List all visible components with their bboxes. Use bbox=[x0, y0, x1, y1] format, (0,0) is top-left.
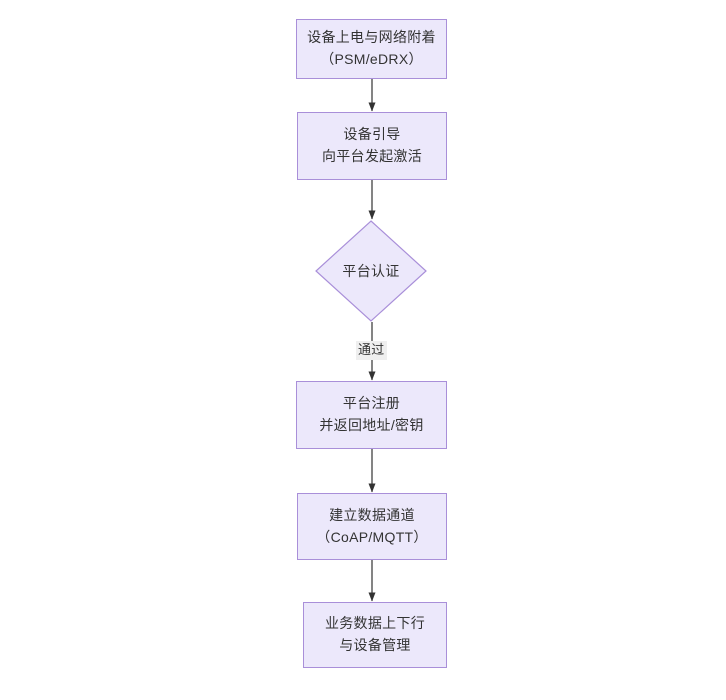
node-business-data-and-device-management[interactable]: 业务数据上下行 与设备管理 bbox=[303, 602, 447, 668]
node-label: 建立数据通道 （CoAP/MQTT） bbox=[316, 506, 428, 545]
node-label: 业务数据上下行 与设备管理 bbox=[324, 615, 426, 653]
node-platform-authentication[interactable]: 平台认证 bbox=[315, 220, 427, 322]
node-label: 平台认证 bbox=[342, 263, 400, 279]
node-establish-data-channel[interactable]: 建立数据通道 （CoAP/MQTT） bbox=[297, 493, 447, 560]
node-label: 平台注册 并返回地址/密钥 bbox=[319, 395, 424, 433]
diamond-shape bbox=[315, 220, 427, 322]
node-device-bootstrap[interactable]: 设备引导 向平台发起激活 bbox=[297, 112, 447, 180]
edge-label-pass: 通过 bbox=[356, 341, 387, 360]
node-label: 设备上电与网络附着 （PSM/eDRX） bbox=[307, 29, 436, 67]
node-device-power-on[interactable]: 设备上电与网络附着 （PSM/eDRX） bbox=[296, 19, 447, 79]
node-platform-register[interactable]: 平台注册 并返回地址/密钥 bbox=[296, 381, 447, 449]
node-label: 设备引导 向平台发起激活 bbox=[321, 126, 423, 164]
